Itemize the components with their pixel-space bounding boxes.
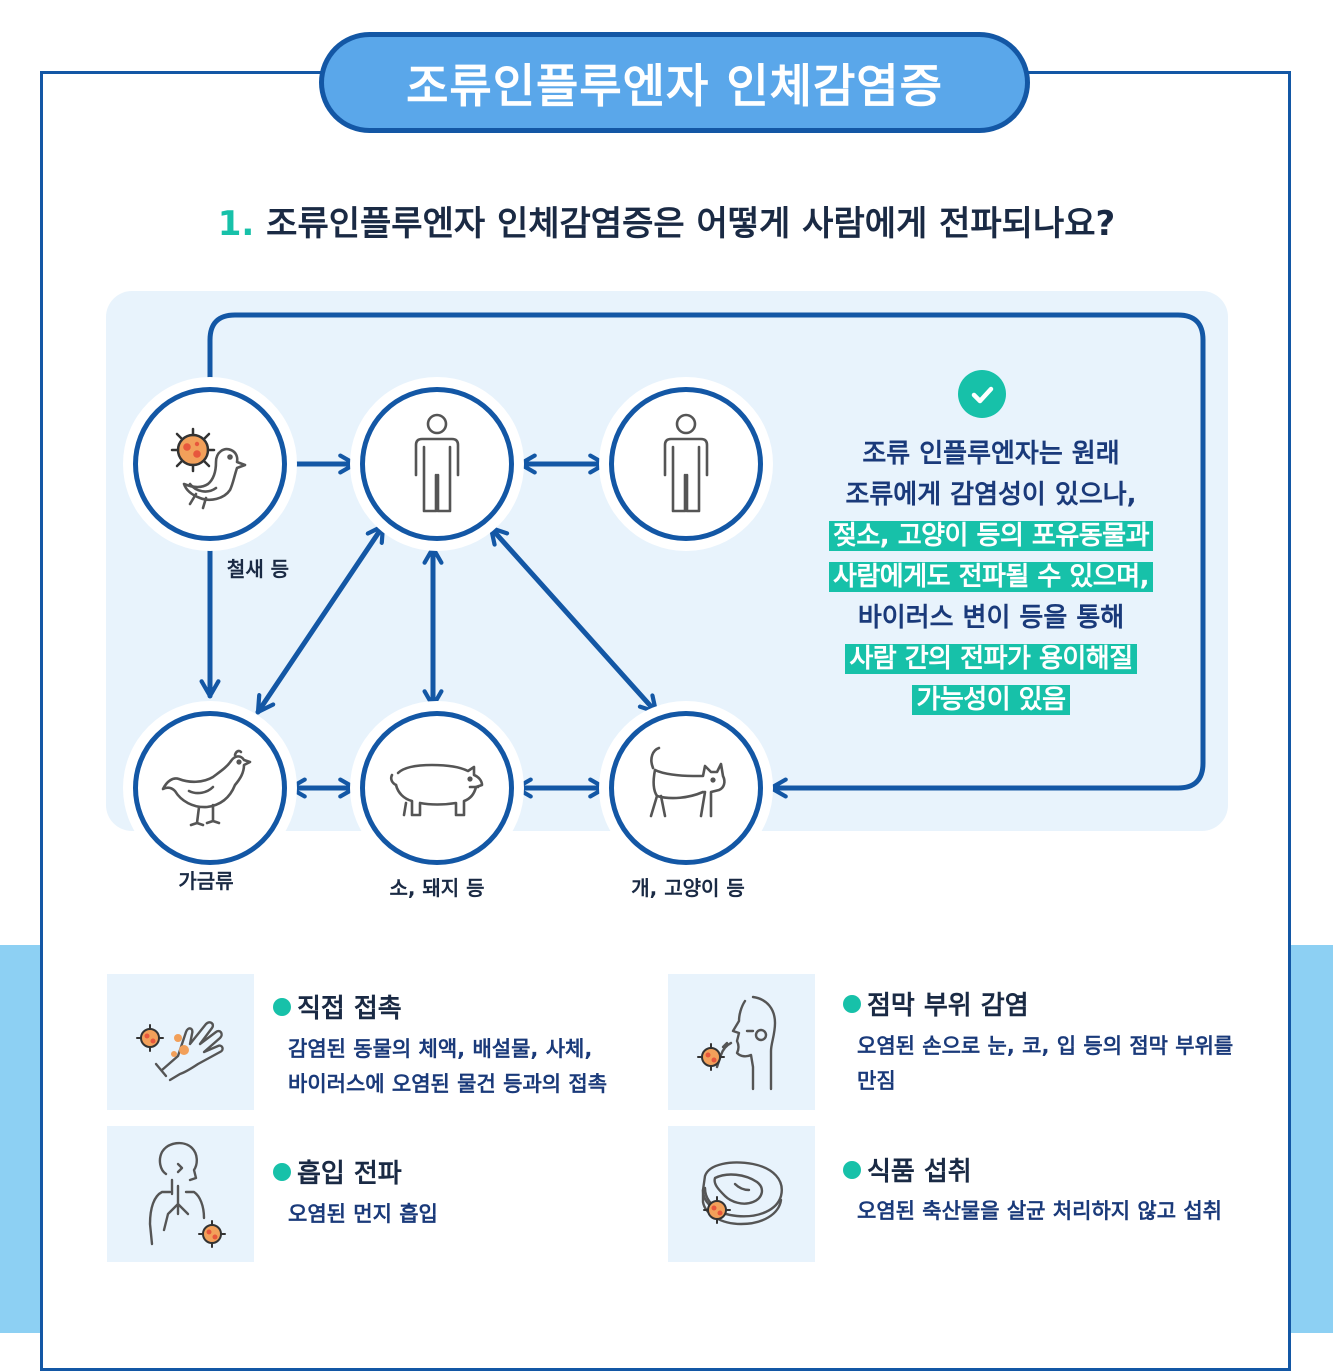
node-label-pets: 개, 고양이 등 [631,876,745,900]
page-title: 조류인플루엔자 인체감염증 [324,37,1025,128]
info-line-6: 사람 간의 전파가 용이해질 [800,639,1182,680]
route-icon-box-mucosa [668,974,815,1110]
node-label-wild-bird: 철새 등 [226,557,290,581]
node-label-livestock: 소, 돼지 등 [389,876,485,900]
question-heading: 1. 조류인플루엔자 인체감염증은 어떻게 사람에게 전파되나요? [0,196,1333,245]
info-line-3: 젖소, 고양이 등의 포유동물과 [800,516,1182,557]
info-line-5: 바이러스 변이 등을 통해 [857,603,1125,633]
route-desc-mucosa: 오염된 손으로 눈, 코, 입 등의 점막 부위를 만짐 [857,1034,1234,1093]
node-poultry [133,711,287,865]
bullet-icon [273,998,291,1016]
person-icon [414,413,460,513]
node-human-2 [609,387,763,541]
transmission-arrows [199,312,1206,799]
title-banner: 조류인플루엔자 인체감염증 [319,32,1030,133]
cat-icon [649,746,726,818]
route-desc-inhalation: 오염된 먼지 흡입 [288,1202,438,1226]
route-icon-box-food [668,1126,815,1262]
bullet-icon [843,1161,861,1179]
face-touch-icon [696,995,776,1091]
pig-icon [389,763,484,817]
lungs-virus-icon [148,1141,226,1248]
hand-virus-icon [135,1021,224,1082]
route-icon-box-inhalation [107,1126,254,1262]
bullet-icon [843,995,861,1013]
route-title-food: 식품 섭취 [843,1151,972,1188]
info-highlight: 사람에게도 전파될 수 있으며, [828,562,1154,592]
meat-virus-icon [701,1161,783,1226]
info-line-2: 조류에게 감염성이 있으나, [845,480,1137,510]
node-livestock [360,711,514,865]
info-highlight: 젖소, 고양이 등의 포유동물과 [828,521,1154,551]
side-band-left [0,945,42,1333]
arrow-human-pets [488,525,659,715]
node-wild-bird [133,387,287,541]
info-line-4: 사람에게도 전파될 수 있으며, [800,557,1182,598]
node-label-poultry: 가금류 [178,869,234,893]
chicken-icon [161,749,252,827]
route-title-direct: 직접 접촉 [273,988,402,1025]
info-highlight: 가능성이 있음 [912,685,1070,715]
info-text: 조류 인플루엔자는 원래 조류에게 감염성이 있으나, 젖소, 고양이 등의 포… [800,434,1182,721]
info-highlight: 사람 간의 전파가 용이해질 [845,644,1137,674]
bullet-icon [273,1163,291,1181]
person-icon [663,413,709,513]
question-number: 1. [217,204,255,244]
route-title-mucosa: 점막 부위 감염 [843,985,1029,1022]
route-icon-box-direct [107,974,254,1110]
question-text: 조류인플루엔자 인체감염증은 어떻게 사람에게 전파되나요? [266,204,1116,244]
info-line-1: 조류 인플루엔자는 원래 [862,439,1120,469]
route-desc-food: 오염된 축산물을 살균 처리하지 않고 섭취 [857,1199,1222,1223]
arrow-poultry-human [255,523,386,715]
node-pets [609,711,763,865]
check-circle-icon [958,370,1006,418]
wild-bird-virus-icon [170,427,247,510]
loop-arrow-bird-to-pets [207,312,1206,799]
route-title-inhalation: 흡입 전파 [273,1153,402,1190]
info-line-7: 가능성이 있음 [800,680,1182,721]
route-desc-direct: 감염된 동물의 체액, 배설물, 사체, 바이러스에 오염된 물건 등과의 접촉 [288,1037,608,1096]
node-human-1 [360,387,514,541]
side-band-right [1291,945,1333,1333]
